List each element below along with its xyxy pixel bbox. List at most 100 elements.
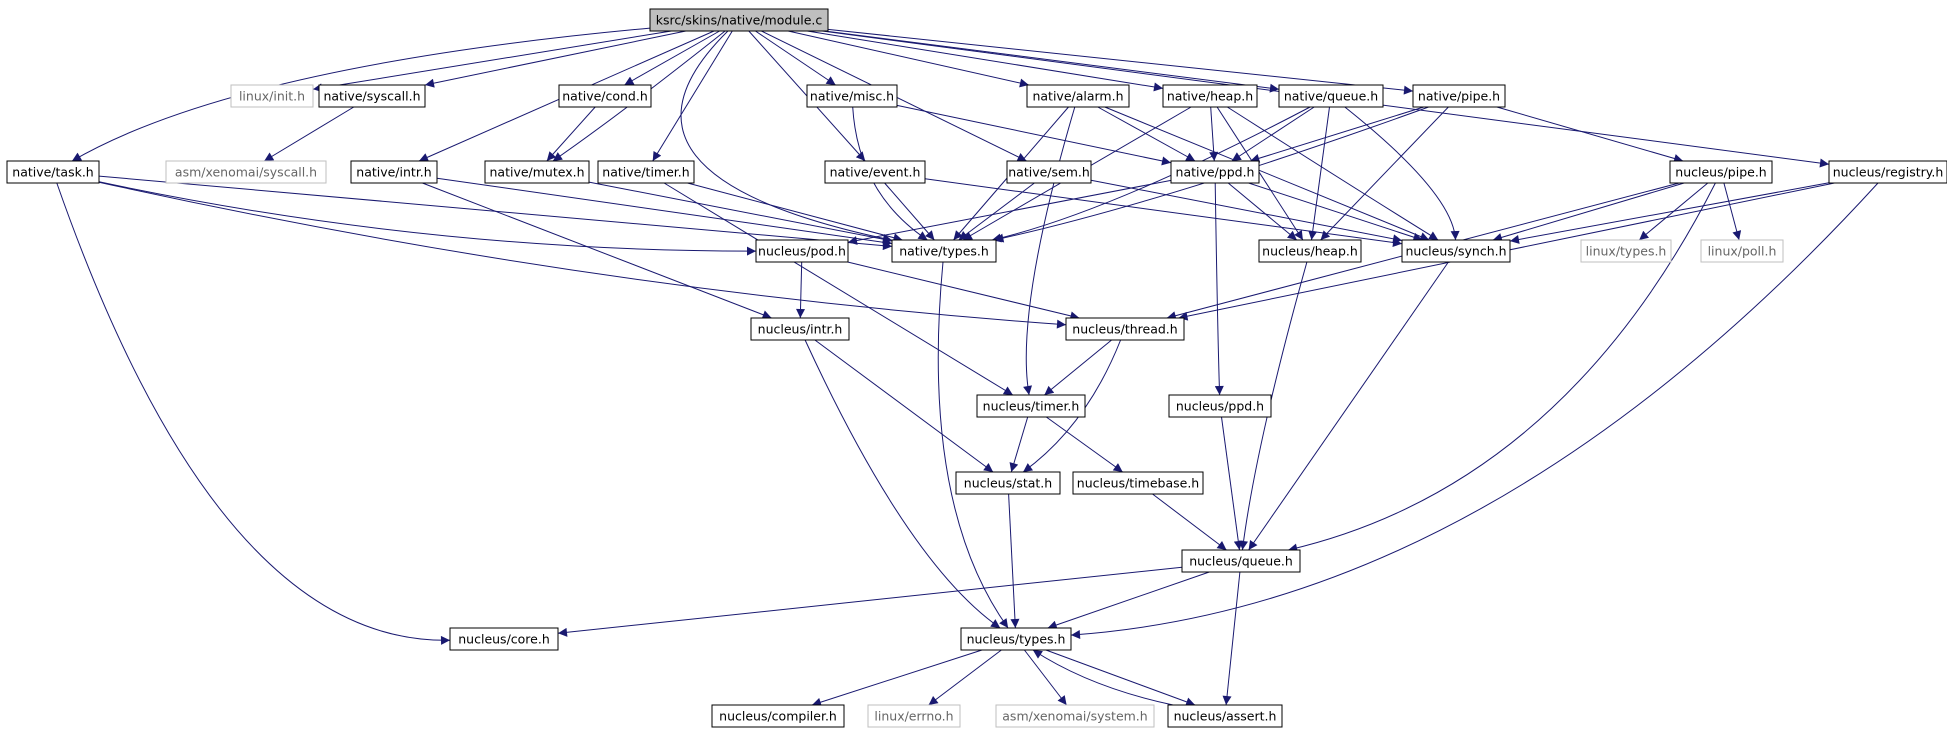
edge-native-types-to-nucleus-types <box>937 261 1009 629</box>
node-box <box>1258 239 1362 263</box>
edge-root-to-native-misc <box>755 30 836 86</box>
node-box <box>558 84 652 108</box>
node-nucleus-queue[interactable]: nucleus/queue.h <box>1181 549 1301 573</box>
edge-native-queue-to-native-ppd <box>1231 106 1315 162</box>
edge-nucleus-pod-to-nucleus-intr <box>796 261 806 319</box>
node-asm-syscall: asm/xenomai/syscall.h <box>165 160 327 184</box>
edge-native-pipe-to-native-types <box>994 106 1429 243</box>
node-linux-poll: linux/poll.h <box>1700 239 1784 263</box>
edge-nucleus-thread-to-nucleus-timer <box>1044 339 1112 396</box>
node-box <box>1580 239 1672 263</box>
node-nucleus-stat[interactable]: nucleus/stat.h <box>955 471 1061 495</box>
edge-native-heap-to-nucleus-synch <box>1227 106 1439 241</box>
node-native-misc[interactable]: native/misc.h <box>806 84 898 108</box>
edge-root-to-native-heap <box>807 30 1164 92</box>
node-native-task[interactable]: native/task.h <box>6 160 100 184</box>
node-nucleus-timebase[interactable]: nucleus/timebase.h <box>1072 471 1204 495</box>
edge-nucleus-timer-to-nucleus-stat <box>1009 416 1029 473</box>
node-label: native/event.h <box>830 165 921 180</box>
node-nucleus-pipe[interactable]: nucleus/pipe.h <box>1669 160 1773 184</box>
edge-nucleus-types-to-linux-errno <box>928 649 1002 706</box>
node-label: nucleus/intr.h <box>758 322 843 337</box>
node-label: native/ppd.h <box>1176 165 1255 180</box>
node-label: nucleus/timer.h <box>983 399 1080 414</box>
node-label: native/timer.h <box>602 165 689 180</box>
node-native-syscall[interactable]: native/syscall.h <box>318 84 426 108</box>
node-native-sem[interactable]: native/sem.h <box>1006 160 1092 184</box>
node-label: nucleus/stat.h <box>964 476 1052 491</box>
node-nucleus-thread[interactable]: nucleus/thread.h <box>1065 317 1185 341</box>
node-box <box>1278 84 1384 108</box>
node-native-timer[interactable]: native/timer.h <box>597 160 695 184</box>
node-nucleus-pod[interactable]: nucleus/pod.h <box>755 239 849 263</box>
node-nucleus-assert[interactable]: nucleus/assert.h <box>1167 704 1283 728</box>
node-box <box>867 704 961 728</box>
node-native-types[interactable]: native/types.h <box>891 239 997 263</box>
node-box <box>165 160 327 184</box>
edge-native-timer-to-native-types <box>687 182 903 243</box>
node-label: native/heap.h <box>1167 89 1253 104</box>
node-native-intr[interactable]: native/intr.h <box>350 160 438 184</box>
edge-root-to-native-alarm <box>787 30 1030 88</box>
node-box <box>1181 549 1301 573</box>
node-box <box>891 239 997 263</box>
edge-nucleus-registry-to-nucleus-synch <box>1509 182 1830 244</box>
node-linux-init: linux/init.h <box>230 84 314 108</box>
node-box <box>1669 160 1773 184</box>
node-nucleus-compiler[interactable]: nucleus/compiler.h <box>711 704 845 728</box>
node-label: native/intr.h <box>356 165 431 180</box>
edge-root-to-native-task <box>71 27 651 162</box>
node-linux-types: linux/types.h <box>1580 239 1672 263</box>
edge-native-ppd-to-nucleus-ppd <box>1214 182 1224 396</box>
node-label: nucleus/core.h <box>458 632 550 647</box>
node-label: nucleus/timebase.h <box>1077 476 1199 491</box>
node-native-cond[interactable]: native/cond.h <box>558 84 652 108</box>
node-nucleus-intr[interactable]: nucleus/intr.h <box>750 317 850 341</box>
edge-native-timer-to-nucleus-timer <box>663 182 1014 396</box>
node-box <box>1072 471 1204 495</box>
node-label: linux/errno.h <box>874 709 953 724</box>
edge-nucleus-assert-to-nucleus-types <box>1032 649 1174 706</box>
node-nucleus-synch[interactable]: nucleus/synch.h <box>1401 239 1511 263</box>
node-label: native/sem.h <box>1008 165 1090 180</box>
node-native-ppd[interactable]: native/ppd.h <box>1170 160 1260 184</box>
node-box <box>711 704 845 728</box>
node-label: nucleus/pipe.h <box>1675 165 1766 180</box>
node-nucleus-core[interactable]: nucleus/core.h <box>449 627 559 651</box>
edge-native-ppd-to-nucleus-heap <box>1227 182 1298 241</box>
node-nucleus-ppd[interactable]: nucleus/ppd.h <box>1168 394 1272 418</box>
node-native-queue[interactable]: native/queue.h <box>1278 84 1384 108</box>
edge-nucleus-types-to-nucleus-assert <box>1045 649 1196 707</box>
node-nucleus-registry[interactable]: nucleus/registry.h <box>1828 160 1947 184</box>
node-label: native/task.h <box>12 165 93 180</box>
node-native-pipe[interactable]: native/pipe.h <box>1412 84 1506 108</box>
node-nucleus-heap[interactable]: nucleus/heap.h <box>1258 239 1362 263</box>
node-box <box>1026 84 1130 108</box>
edge-root-to-native-syscall <box>424 30 687 88</box>
node-label: asm/xenomai/system.h <box>1002 709 1147 724</box>
node-box <box>755 239 849 263</box>
edge-nucleus-heap-to-nucleus-queue <box>1239 261 1308 551</box>
node-nucleus-types[interactable]: nucleus/types.h <box>960 627 1072 651</box>
node-nucleus-timer[interactable]: nucleus/timer.h <box>976 394 1086 418</box>
edge-nucleus-queue-to-nucleus-assert <box>1222 571 1241 706</box>
node-label: linux/init.h <box>239 89 305 104</box>
node-box <box>6 160 100 184</box>
edge-native-heap-to-nucleus-heap <box>1216 106 1304 241</box>
node-label: native/alarm.h <box>1032 89 1123 104</box>
edge-native-misc-to-native-ppd <box>896 104 1172 166</box>
node-box <box>1162 84 1258 108</box>
node-box <box>597 160 695 184</box>
edge-nucleus-stat-to-nucleus-types <box>1008 493 1020 629</box>
node-native-event[interactable]: native/event.h <box>824 160 926 184</box>
node-native-alarm[interactable]: native/alarm.h <box>1026 84 1130 108</box>
node-native-heap[interactable]: native/heap.h <box>1162 84 1258 108</box>
node-native-mutex[interactable]: native/mutex.h <box>484 160 590 184</box>
edge-nucleus-intr-to-nucleus-types <box>804 339 1001 629</box>
edge-native-queue-to-nucleus-heap <box>1308 106 1330 241</box>
node-root[interactable]: ksrc/skins/native/module.c <box>649 8 829 32</box>
edge-root-to-native-queue <box>824 30 1280 93</box>
edge-nucleus-queue-to-nucleus-core <box>557 566 1183 637</box>
node-label: nucleus/pod.h <box>758 244 846 259</box>
